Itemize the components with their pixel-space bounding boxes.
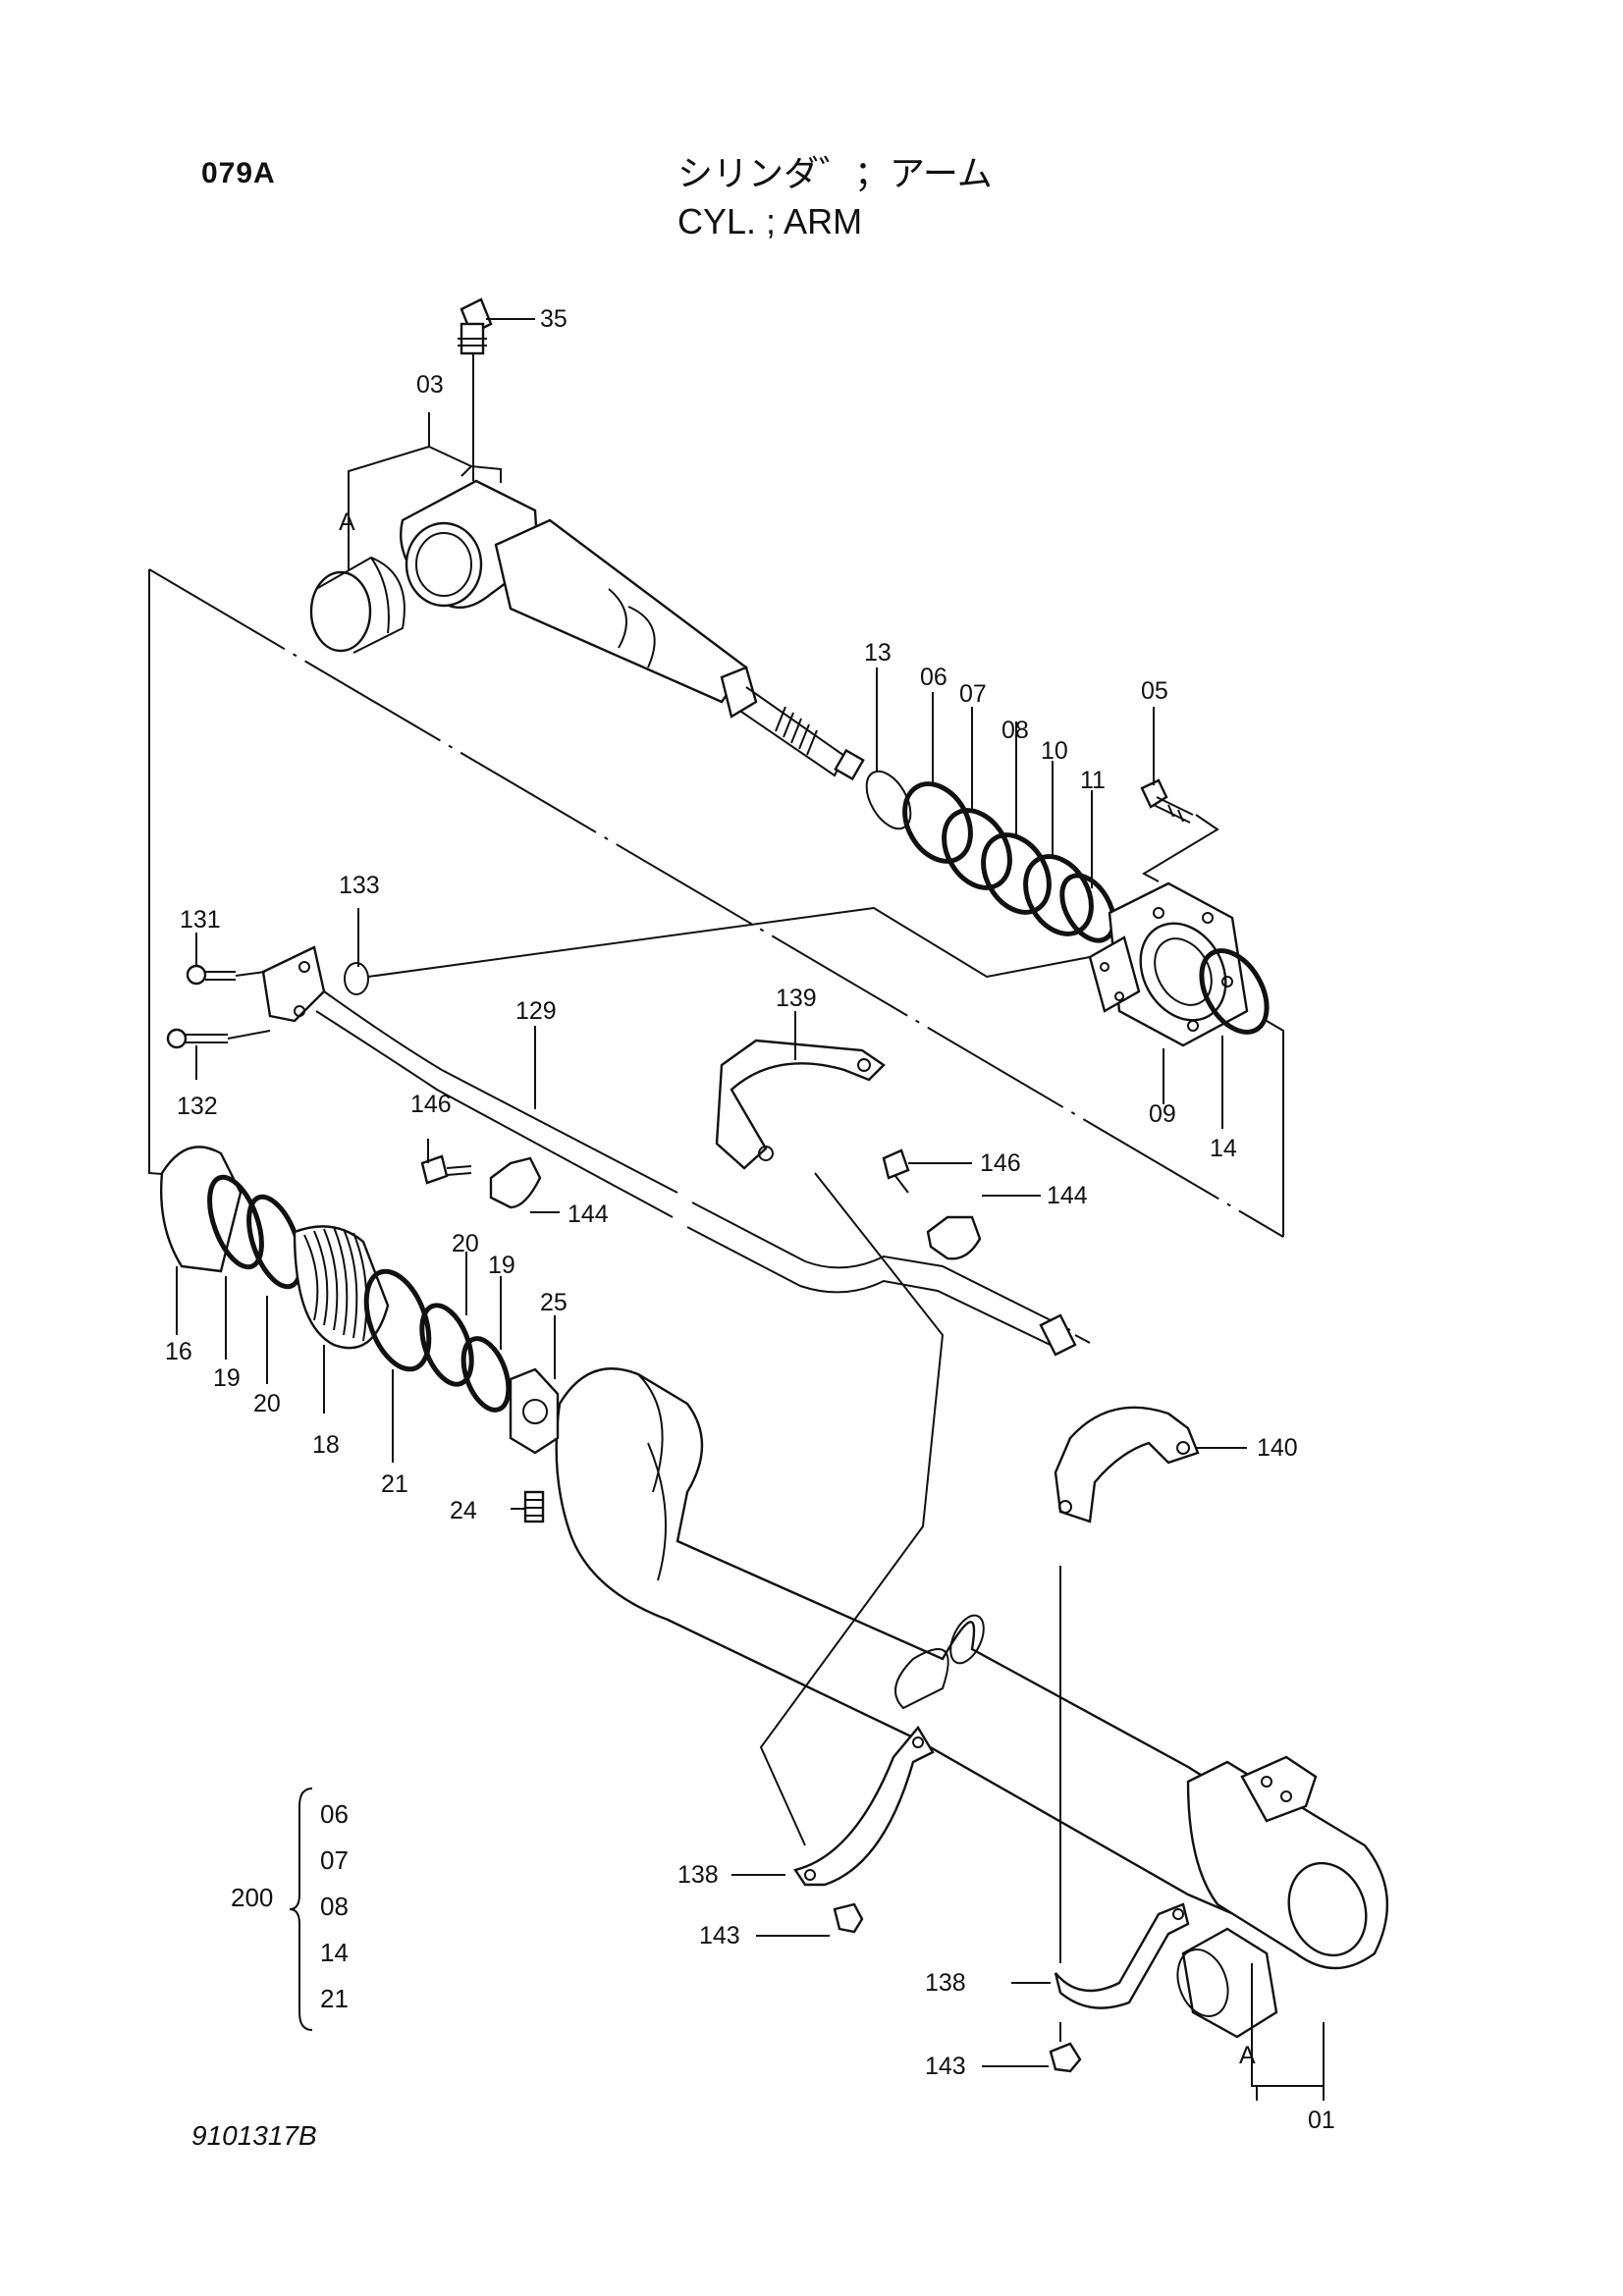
title-english: CYL. ; ARM <box>677 201 863 241</box>
kit-item: 14 <box>320 1938 349 1967</box>
hydraulic-pipe <box>261 906 1091 1963</box>
callout-144-right: 144 <box>1047 1182 1088 1209</box>
callout-146-left: 146 <box>410 1091 452 1118</box>
callout-138-left: 138 <box>677 1861 719 1889</box>
pipe-clamps <box>420 1039 1200 2073</box>
callout-06: 06 <box>920 664 947 691</box>
callout-A-bottom: A <box>1239 2042 1256 2069</box>
kit-item: 06 <box>320 1799 349 1829</box>
callout-01: 01 <box>1308 2107 1335 2134</box>
callout-14: 14 <box>1210 1135 1237 1162</box>
leader-lines <box>176 318 1325 2101</box>
callout-129: 129 <box>515 997 557 1025</box>
callout-132: 132 <box>177 1093 218 1120</box>
callout-13: 13 <box>864 639 892 667</box>
flange-bolts <box>166 964 271 1049</box>
callout-138-right: 138 <box>925 1969 966 1997</box>
callout-labels: 35 03 A 13 06 07 08 10 11 05 131 133 132… <box>165 305 1335 2134</box>
callout-11: 11 <box>1080 767 1106 794</box>
callout-24: 24 <box>450 1497 477 1524</box>
callout-143-right: 143 <box>925 2053 966 2080</box>
page-code: 079A <box>201 157 276 189</box>
callout-16: 16 <box>165 1338 192 1365</box>
callout-143-left: 143 <box>699 1922 740 1949</box>
piston-rod <box>309 464 865 781</box>
callout-03: 03 <box>416 371 444 399</box>
callout-20-upper: 20 <box>452 1230 479 1257</box>
callout-A: A <box>339 508 355 536</box>
title-japanese: シリンダ゛；アーム <box>677 154 993 194</box>
callout-07: 07 <box>959 680 987 708</box>
callout-35: 35 <box>540 305 568 333</box>
callout-09: 09 <box>1149 1100 1176 1128</box>
kit-item: 21 <box>320 1984 349 2013</box>
callout-146-right: 146 <box>980 1149 1021 1177</box>
callout-10: 10 <box>1041 737 1068 765</box>
callout-144-left: 144 <box>568 1201 609 1228</box>
kit-reference-number: 200 <box>231 1883 274 1912</box>
cylinder-tube <box>555 1367 1389 2039</box>
callout-08: 08 <box>1001 717 1029 744</box>
grease-fitting <box>458 297 493 481</box>
callout-19-lower: 19 <box>213 1364 241 1392</box>
callout-140: 140 <box>1257 1434 1298 1462</box>
cylinder-head <box>1088 778 1270 1047</box>
callout-139: 139 <box>776 985 817 1012</box>
callout-18: 18 <box>312 1431 340 1459</box>
callout-25: 25 <box>540 1289 568 1316</box>
callout-131: 131 <box>180 906 221 934</box>
kit-item: 08 <box>320 1892 349 1921</box>
kit-item: 07 <box>320 1845 349 1875</box>
kit-brace <box>289 1788 313 2031</box>
callout-19-upper: 19 <box>488 1252 515 1279</box>
callout-133: 133 <box>339 872 380 899</box>
callout-21: 21 <box>381 1470 408 1498</box>
rod-seal-set <box>865 770 1116 943</box>
callout-20-lower: 20 <box>253 1390 281 1417</box>
callout-05: 05 <box>1141 677 1168 705</box>
piston-assembly <box>159 1146 560 1523</box>
document-number: 9101317B <box>191 2120 317 2151</box>
